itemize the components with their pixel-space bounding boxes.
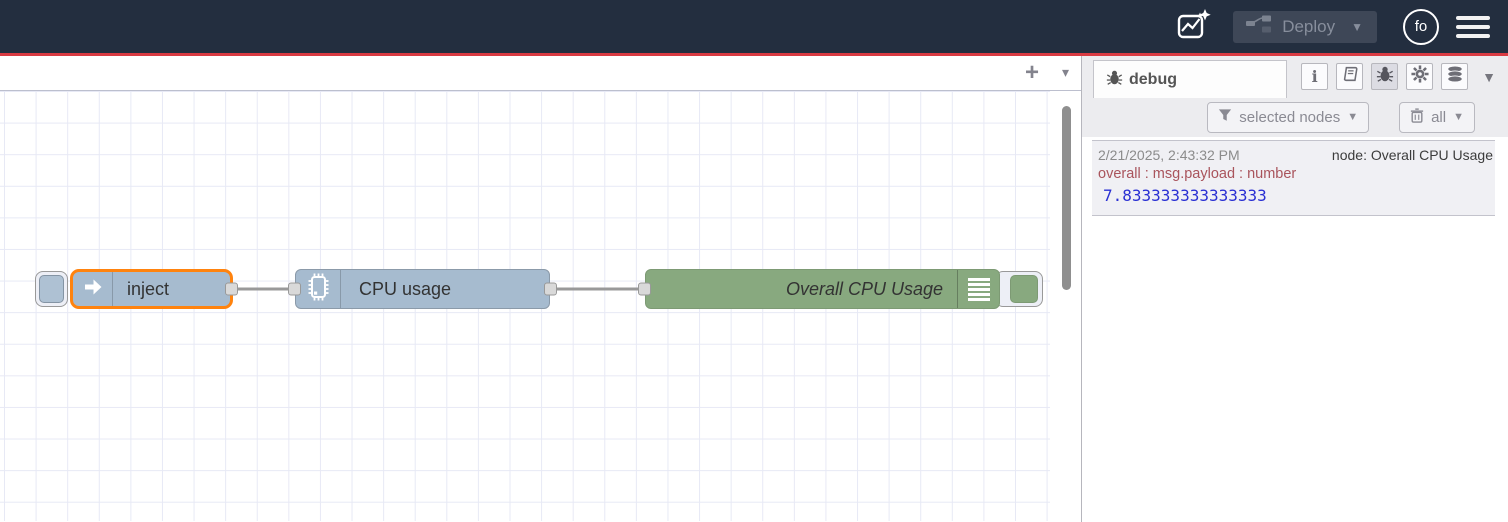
sidebar-toolbar: i <box>1301 63 1496 90</box>
inject-arrow-icon <box>82 276 104 303</box>
chevron-down-icon: ▼ <box>1347 111 1359 123</box>
hamburger-icon <box>1456 15 1490 20</box>
deploy-button[interactable]: Deploy ▼ <box>1233 10 1377 43</box>
debug-message-list[interactable]: 2/21/2025, 2:43:32 PM node: Overall CPU … <box>1082 137 1508 522</box>
clear-messages-label: all <box>1431 108 1447 126</box>
funnel-icon <box>1218 108 1232 126</box>
tab-debug-label: debug <box>1129 70 1177 88</box>
cpu-chip-icon <box>303 272 333 307</box>
node-inject[interactable]: inject <box>70 269 238 309</box>
flow-tab-bar: + ▾ <box>0 56 1081 91</box>
debug-message[interactable]: 2/21/2025, 2:43:32 PM node: Overall CPU … <box>1092 140 1495 216</box>
inject-output-port[interactable] <box>225 282 238 296</box>
sidebar-menu-chevron-icon[interactable]: ▼ <box>1482 68 1496 85</box>
message-value[interactable]: 7.833333333333333 <box>1103 186 1267 205</box>
ai-assistant-button[interactable] <box>1175 9 1213 45</box>
database-icon <box>1446 65 1464 88</box>
filter-nodes-button[interactable]: selected nodes ▼ <box>1207 101 1370 133</box>
flow-canvas[interactable]: inject <box>0 91 1081 521</box>
cpu-output-port[interactable] <box>544 282 557 296</box>
node-debug-overall-cpu[interactable]: Overall CPU Usage <box>638 269 1000 309</box>
app-header: Deploy ▼ fo <box>0 0 1508 53</box>
book-icon <box>1341 65 1359 88</box>
deploy-label: Deploy <box>1282 16 1336 36</box>
flow-sparkle-icon <box>1176 8 1212 45</box>
node-cpu-usage[interactable]: CPU usage <box>288 269 557 309</box>
inject-trigger-button[interactable] <box>35 271 68 307</box>
node-label: inject <box>127 278 170 299</box>
info-tab-button[interactable]: i <box>1301 63 1329 90</box>
sidebar-header: debug i <box>1082 56 1508 98</box>
canvas-vertical-scrollbar[interactable] <box>1062 106 1071 290</box>
message-timestamp: 2/21/2025, 2:43:32 PM <box>1098 147 1240 163</box>
config-tab-button[interactable] <box>1406 63 1434 90</box>
header-accent-line <box>0 53 1508 56</box>
trash-icon <box>1410 107 1424 127</box>
avatar-label: fo <box>1414 18 1428 35</box>
bug-icon <box>1376 65 1394 88</box>
debug-sidebar: debug i <box>1081 56 1508 522</box>
bug-icon <box>1106 69 1123 91</box>
clear-messages-button[interactable]: all ▼ <box>1399 101 1475 133</box>
help-tab-button[interactable] <box>1336 63 1364 90</box>
filter-nodes-label: selected nodes <box>1239 108 1341 126</box>
message-source-node: node: Overall CPU Usage <box>1331 147 1493 163</box>
add-flow-button[interactable]: + <box>1024 59 1039 86</box>
debug-filter-row: selected nodes ▼ all ▼ <box>1082 97 1508 137</box>
debug-tab-button[interactable] <box>1371 63 1399 90</box>
debug-toggle-button[interactable] <box>995 271 1043 307</box>
gear-icon <box>1411 65 1429 88</box>
deploy-nodes-icon <box>1245 14 1272 39</box>
info-icon: i <box>1311 66 1318 86</box>
message-property: overall : msg.payload : number <box>1098 166 1297 182</box>
flow-list-chevron-icon[interactable]: ▾ <box>1061 64 1069 80</box>
node-label: Overall CPU Usage <box>785 278 943 299</box>
chevron-down-icon: ▼ <box>1453 111 1464 123</box>
main-menu-button[interactable] <box>1456 15 1490 38</box>
debug-output-icon <box>967 277 990 301</box>
user-avatar[interactable]: fo <box>1403 8 1439 45</box>
cpu-input-port[interactable] <box>288 282 301 296</box>
node-label: CPU usage <box>359 278 452 299</box>
deploy-options-chevron-icon[interactable]: ▼ <box>1351 19 1363 34</box>
context-tab-button[interactable] <box>1441 63 1469 90</box>
debug-input-port[interactable] <box>638 282 651 296</box>
workspace: + ▾ inje <box>0 56 1081 522</box>
tab-debug[interactable]: debug <box>1093 60 1287 98</box>
